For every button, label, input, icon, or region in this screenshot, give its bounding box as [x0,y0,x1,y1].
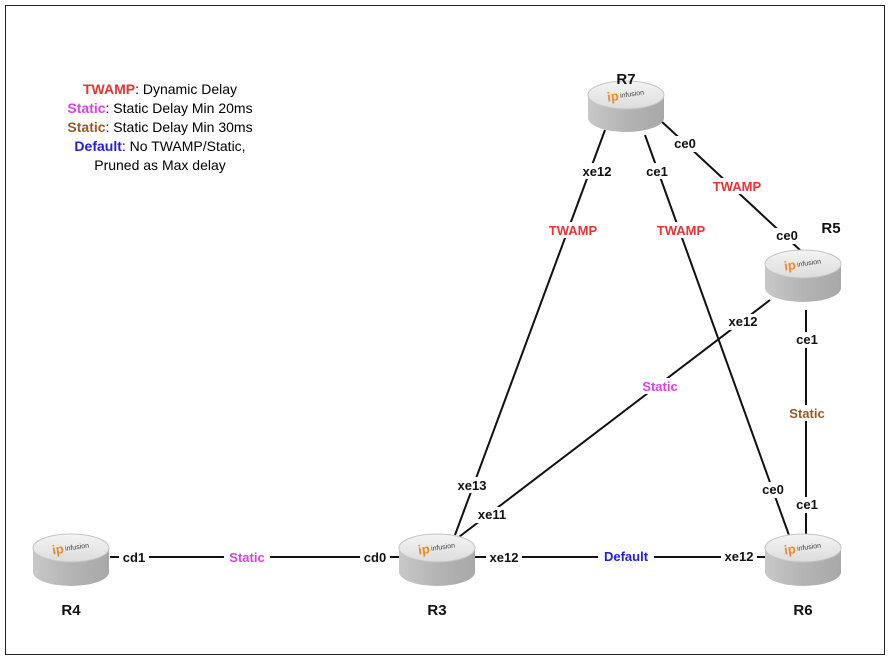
link-label-r3-r6: Default [604,549,649,564]
router-label-r5: R5 [821,220,840,237]
ipinfusion-logo: ip infusion [417,541,456,557]
svg-text:ip: ip [783,541,797,557]
svg-text:infusion: infusion [797,258,822,268]
router-r4[interactable]: ip infusion R4 [32,533,110,619]
port-r6-xe12: xe12 [725,549,754,564]
svg-text:infusion: infusion [431,542,456,552]
ipinfusion-logo: ip infusion [783,541,822,557]
svg-text:infusion: infusion [797,542,822,552]
link-label-r3-r7: TWAMP [549,223,598,238]
ipinfusion-logo: ip infusion [783,257,822,273]
link-r7-r6 [644,134,791,539]
port-r3-xe12: xe12 [490,550,519,565]
legend-item-static-30: Static: Static Delay Min 30ms [30,118,290,137]
legend-item-default: Default: No TWAMP/Static, [30,137,290,156]
port-labels: cd1 cd0 xe12 xe12 xe13 xe12 ce1 ce0 ce0 … [119,136,822,565]
port-r5-xe12: xe12 [729,314,758,329]
svg-text:infusion: infusion [65,542,90,552]
port-r7-ce0: ce0 [674,136,696,151]
router-label-r4: R4 [61,602,81,619]
router-label-r3: R3 [427,602,446,619]
legend-item-static-20: Static: Static Delay Min 20ms [30,99,290,118]
router-r7[interactable]: ip infusion R7 [587,71,665,132]
router-label-r7: R7 [616,71,635,88]
link-r3-r5 [454,299,771,541]
legend-keyword: Static [67,119,106,135]
legend-keyword: Default [74,138,122,154]
port-r6-ce0: ce0 [762,482,784,497]
port-r5-ce0: ce0 [776,228,798,243]
port-r4-cd1: cd1 [123,550,145,565]
legend-text: : No TWAMP/Static, [121,138,246,154]
legend-text: : Static Delay Min 30ms [105,119,253,135]
router-r5[interactable]: ip infusion R5 [764,220,842,302]
legend-text: : Static Delay Min 20ms [105,100,253,116]
svg-text:ip: ip [783,257,797,273]
link-label-r7-r6: TWAMP [657,223,706,238]
port-r3-xe11: xe11 [478,507,506,522]
svg-text:ip: ip [606,88,620,104]
svg-text:ip: ip [51,541,65,557]
legend-continuation: Pruned as Max delay [94,157,226,173]
router-label-r6: R6 [793,602,812,619]
port-r6-ce1: ce1 [796,497,818,512]
link-label-r4-r3: Static [229,550,264,565]
port-r7-ce1: ce1 [646,164,668,179]
legend-keyword: TWAMP [82,81,136,97]
legend-keyword: Static [67,100,106,116]
port-r5-ce1: ce1 [796,332,818,347]
legend-text: : Dynamic Delay [135,81,238,97]
ipinfusion-logo: ip infusion [606,88,645,104]
link-label-r7-r5: TWAMP [713,179,762,194]
legend: TWAMP: Dynamic Delay Static: Static Dela… [30,80,290,175]
link-label-r5-r6: Static [789,406,824,421]
port-r3-xe13: xe13 [458,478,487,493]
port-r3-cd0: cd0 [364,550,386,565]
svg-text:infusion: infusion [620,89,645,99]
ipinfusion-logo: ip infusion [51,541,90,557]
legend-item-twamp: TWAMP: Dynamic Delay [30,80,290,99]
link-type-labels: Static Default TWAMP TWAMP TWAMP Static … [224,178,830,565]
svg-text:ip: ip [417,541,431,557]
link-r3-r7 [454,129,606,536]
port-r7-xe12: xe12 [583,164,612,179]
router-r6[interactable]: ip infusion R6 [764,533,842,619]
router-r3[interactable]: ip infusion R3 [398,533,476,619]
link-label-r3-r5: Static [642,379,677,394]
